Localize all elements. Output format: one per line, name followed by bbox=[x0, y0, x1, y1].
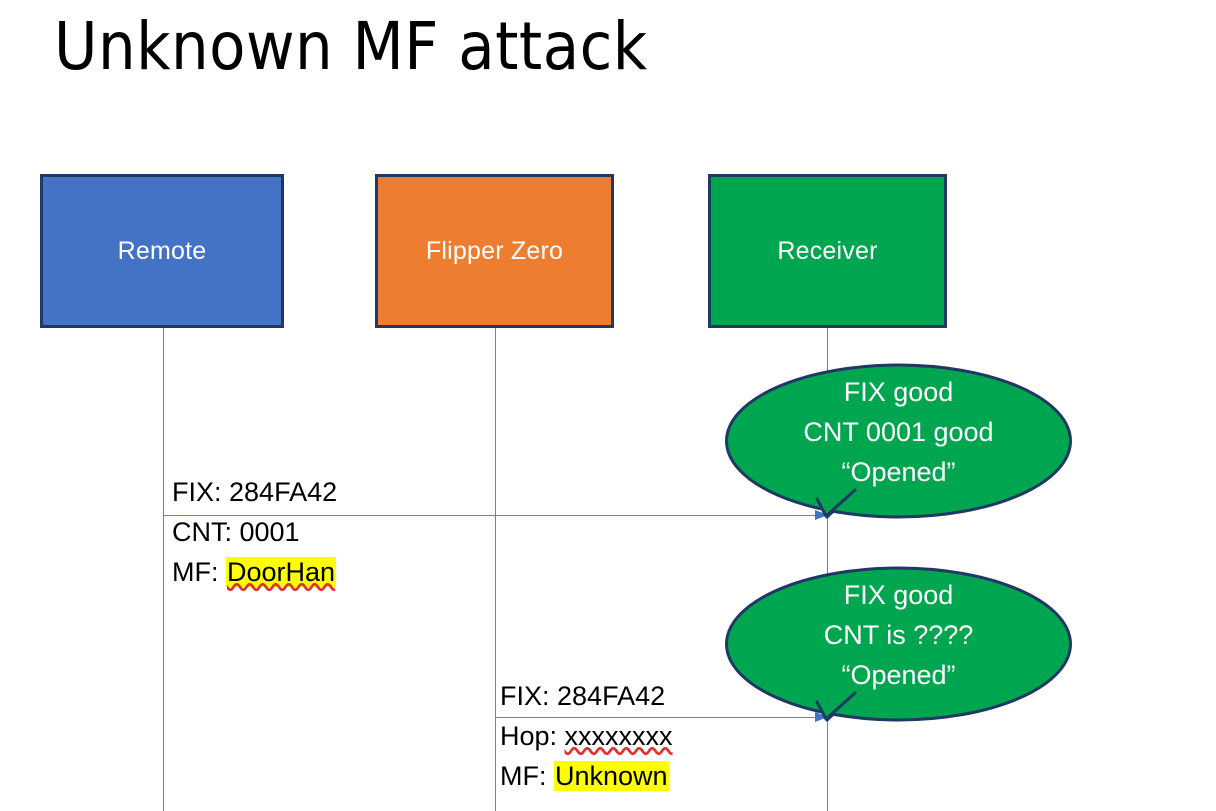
msg2-l1-prefix: FIX: bbox=[500, 681, 558, 711]
message-label-2-line-2: Hop: xxxxxxxx bbox=[500, 716, 673, 756]
lifeline-flipper bbox=[495, 328, 496, 811]
msg2-l2-prefix: Hop: bbox=[500, 721, 565, 751]
msg2-l1-value: 284FA42 bbox=[557, 681, 666, 711]
speech-bubble-shape-1 bbox=[725, 363, 1072, 519]
message-label-2-line-1: FIX: 284FA42 bbox=[500, 676, 673, 716]
msg1-l1-prefix: FIX: bbox=[172, 477, 230, 507]
msg1-l2-prefix: CNT: bbox=[172, 517, 240, 547]
page-title: Unknown MF attack bbox=[54, 8, 648, 85]
actor-label-flipper: Flipper Zero bbox=[425, 236, 564, 265]
actor-label-receiver: Receiver bbox=[777, 236, 878, 265]
message-label-2-line-3: MF: Unknown bbox=[500, 756, 673, 796]
message-label-1-line-1: FIX: 284FA42 bbox=[172, 472, 337, 512]
message-arrow-1 bbox=[163, 510, 828, 520]
actor-box-remote[interactable]: Remote bbox=[40, 174, 284, 328]
actor-box-receiver[interactable]: Receiver bbox=[708, 174, 947, 328]
msg1-l3-value-highlighted: DoorHan bbox=[226, 557, 337, 587]
lifeline-remote bbox=[163, 328, 164, 811]
message-label-2: FIX: 284FA42 Hop: xxxxxxxx MF: Unknown bbox=[500, 676, 673, 796]
actor-box-flipper[interactable]: Flipper Zero bbox=[375, 174, 614, 328]
msg1-l1-value: 284FA42 bbox=[229, 477, 338, 507]
msg2-l3-prefix: MF: bbox=[500, 761, 554, 791]
message-label-1: FIX: 284FA42 CNT: 0001 MF: DoorHan bbox=[172, 472, 337, 592]
actor-label-remote: Remote bbox=[117, 236, 207, 265]
msg1-l3-prefix: MF: bbox=[172, 557, 226, 587]
speech-bubble-receiver-2[interactable]: FIX good CNT is ???? “Opened” bbox=[725, 566, 1072, 724]
speech-bubble-receiver-1[interactable]: FIX good CNT 0001 good “Opened” bbox=[725, 363, 1072, 521]
msg2-l3-value-highlighted: Unknown bbox=[554, 761, 669, 791]
message-arrow-2 bbox=[495, 712, 828, 722]
lifeline-receiver bbox=[827, 328, 828, 811]
speech-bubble-shape-2 bbox=[725, 566, 1072, 722]
msg2-l2-value: xxxxxxxx bbox=[564, 721, 673, 751]
message-label-1-line-2: CNT: 0001 bbox=[172, 512, 337, 552]
message-label-1-line-3: MF: DoorHan bbox=[172, 552, 337, 592]
msg1-l2-value: 0001 bbox=[239, 517, 300, 547]
